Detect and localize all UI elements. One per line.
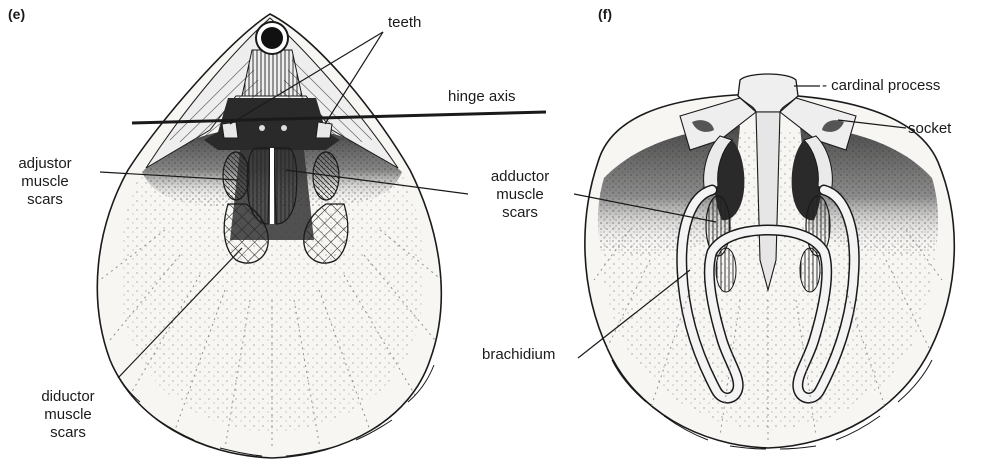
label-diductor-muscle-scars: diductor muscle scars	[28, 388, 108, 442]
label-diductor-line-1: diductor	[28, 388, 108, 406]
panel-label-e: (e)	[8, 6, 25, 22]
label-cardinal-process: - cardinal process	[822, 77, 940, 95]
label-diductor-line-2: muscle	[28, 406, 108, 424]
label-adjustor-line-2: muscle	[6, 173, 84, 191]
label-adductor-line-1: adductor	[478, 168, 562, 186]
tooth-right	[316, 122, 332, 138]
tooth-left	[222, 122, 238, 138]
label-socket: socket	[908, 120, 951, 138]
shell-e	[97, 14, 442, 458]
label-adductor-line-2: muscle	[478, 186, 562, 204]
label-diductor-line-3: scars	[28, 424, 108, 442]
label-adjustor-muscle-scars: adjustor muscle scars	[6, 155, 84, 209]
label-adjustor-line-3: scars	[6, 191, 84, 209]
label-teeth: teeth	[388, 14, 421, 32]
label-brachidium: brachidium	[482, 346, 555, 364]
label-adductor-line-3: scars	[478, 204, 562, 222]
shell-f	[585, 74, 954, 449]
label-adjustor-line-1: adjustor	[6, 155, 84, 173]
label-adductor-muscle-scars: adductor muscle scars	[478, 168, 562, 222]
adjustor-scar-left	[223, 152, 249, 200]
label-hinge-axis: hinge axis	[448, 88, 516, 106]
panel-label-f: (f)	[598, 6, 612, 22]
